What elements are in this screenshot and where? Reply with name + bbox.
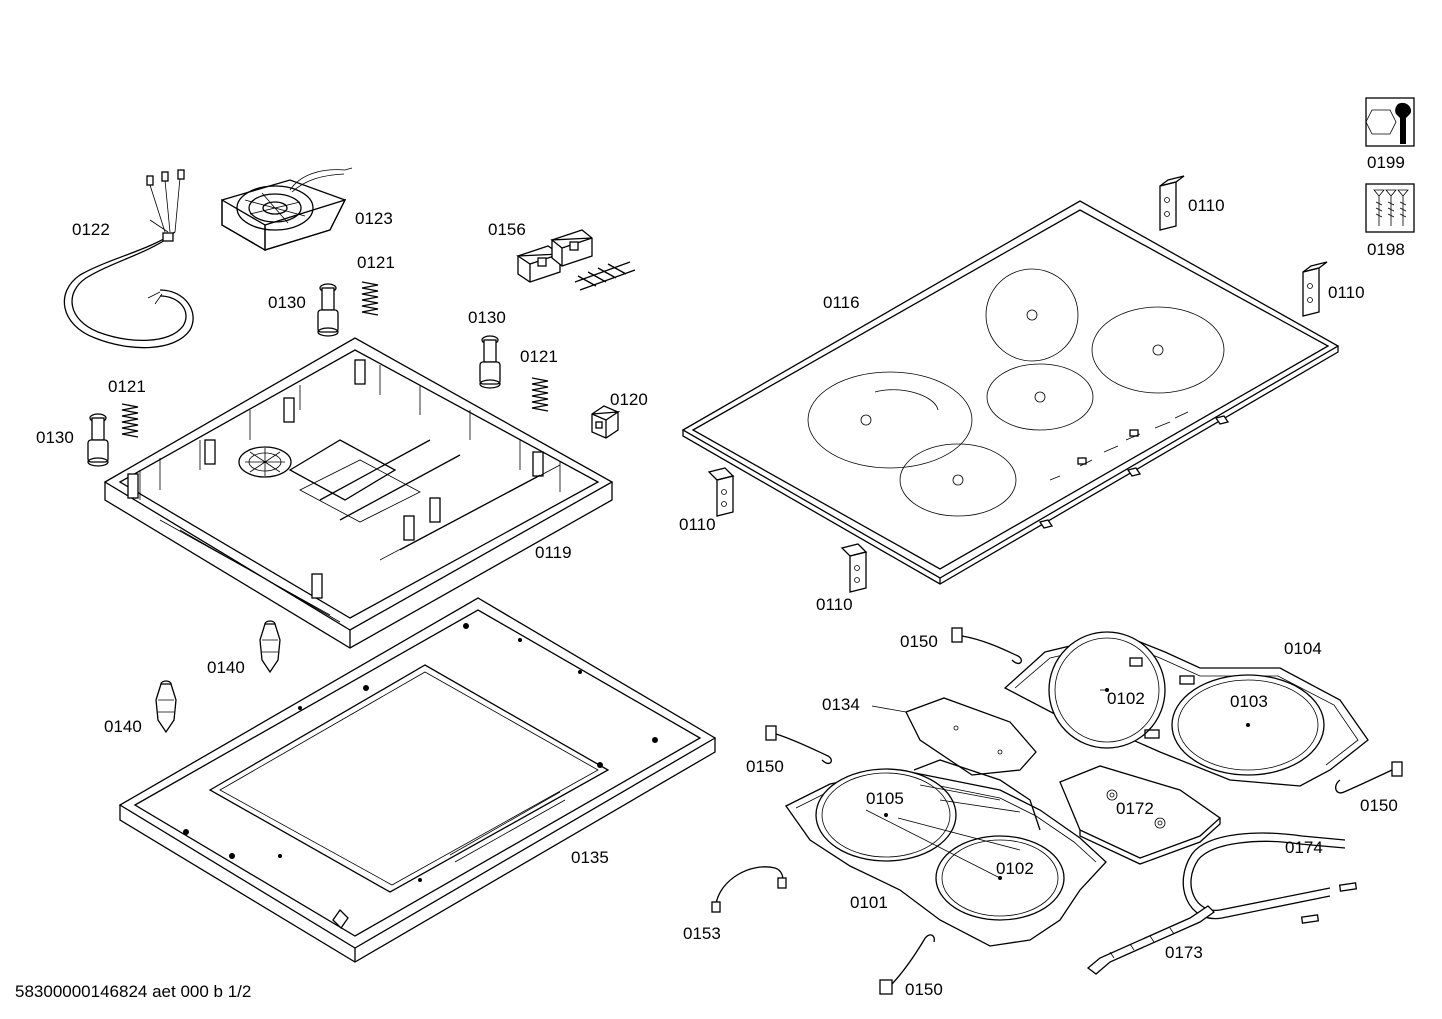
callout-0150: 0150	[905, 980, 943, 999]
callout-0172: 0172	[1116, 799, 1154, 818]
part-spring	[361, 281, 379, 316]
part-housing	[103, 337, 614, 649]
callout-0123: 0123	[355, 209, 393, 228]
part-foot	[479, 335, 501, 389]
screws-kit-icon	[1365, 183, 1415, 233]
part-bracket	[1159, 175, 1185, 231]
callout-labels: 0122 0123 0156 0121 0130 0130 0121 0121 …	[36, 153, 1405, 999]
callout-0130: 0130	[36, 428, 74, 447]
part-bracket	[1302, 261, 1328, 317]
callout-0140: 0140	[207, 658, 245, 677]
leader-lines	[865, 689, 1107, 879]
callout-0130: 0130	[468, 308, 506, 327]
part-spring	[121, 403, 139, 438]
callout-0135: 0135	[571, 848, 609, 867]
callout-0103: 0103	[1230, 692, 1268, 711]
callout-0102: 0102	[1107, 689, 1145, 708]
part-foot	[317, 283, 339, 337]
part-terminal-block	[515, 229, 636, 291]
callout-0199: 0199	[1367, 153, 1405, 172]
part-bracket	[840, 543, 868, 593]
part-coil-tray	[785, 759, 1107, 947]
callout-0150: 0150	[1360, 796, 1398, 815]
callout-0173: 0173	[1165, 943, 1203, 962]
callout-0122: 0122	[72, 220, 110, 239]
part-glass-ceramic-top	[681, 200, 1340, 585]
tools-kit-icon	[1365, 97, 1415, 147]
part-foot	[87, 413, 109, 467]
part-sensor	[765, 725, 832, 764]
part-connector	[259, 620, 281, 674]
part-connector	[155, 680, 177, 734]
part-plate	[1059, 765, 1222, 865]
callout-0153: 0153	[683, 924, 721, 943]
callout-0110: 0110	[1188, 196, 1225, 215]
part-sensor	[879, 934, 935, 995]
callout-0150: 0150	[746, 757, 784, 776]
part-wire	[711, 866, 787, 913]
callout-0121: 0121	[520, 347, 558, 366]
callout-0174: 0174	[1285, 838, 1323, 857]
callout-0120: 0120	[610, 390, 648, 409]
callout-0134: 0134	[822, 695, 860, 714]
part-spring	[531, 377, 549, 412]
part-frame	[118, 597, 717, 963]
callout-0156: 0156	[488, 220, 526, 239]
part-clip	[591, 405, 621, 439]
callout-0121: 0121	[108, 377, 146, 396]
part-bracket-strip	[1086, 905, 1216, 975]
part-sensor	[951, 627, 1022, 664]
callout-0119: 0119	[535, 543, 572, 562]
callout-0140: 0140	[104, 717, 142, 736]
callout-0104: 0104	[1284, 639, 1322, 658]
callout-0116: 0116	[823, 293, 860, 312]
part-coil-tray	[1003, 631, 1369, 787]
part-cable	[63, 169, 194, 349]
callout-0110: 0110	[816, 595, 853, 614]
callout-0105: 0105	[866, 789, 904, 808]
part-shield	[871, 697, 1037, 776]
callout-0101: 0101	[850, 893, 888, 912]
callout-0102: 0102	[996, 859, 1034, 878]
callout-0150: 0150	[900, 632, 938, 651]
document-id: 58300000146824 aet 000 b 1/2	[15, 982, 251, 1001]
part-bracket	[707, 467, 735, 517]
part-ferrite-bar	[1182, 832, 1358, 924]
callout-0198: 0198	[1367, 240, 1405, 259]
part-fan	[221, 167, 353, 252]
part-sensor	[1334, 761, 1403, 794]
callout-0110: 0110	[1328, 283, 1365, 302]
callout-0121: 0121	[357, 253, 395, 272]
callout-0110: 0110	[679, 515, 716, 534]
callout-0130: 0130	[268, 293, 306, 312]
